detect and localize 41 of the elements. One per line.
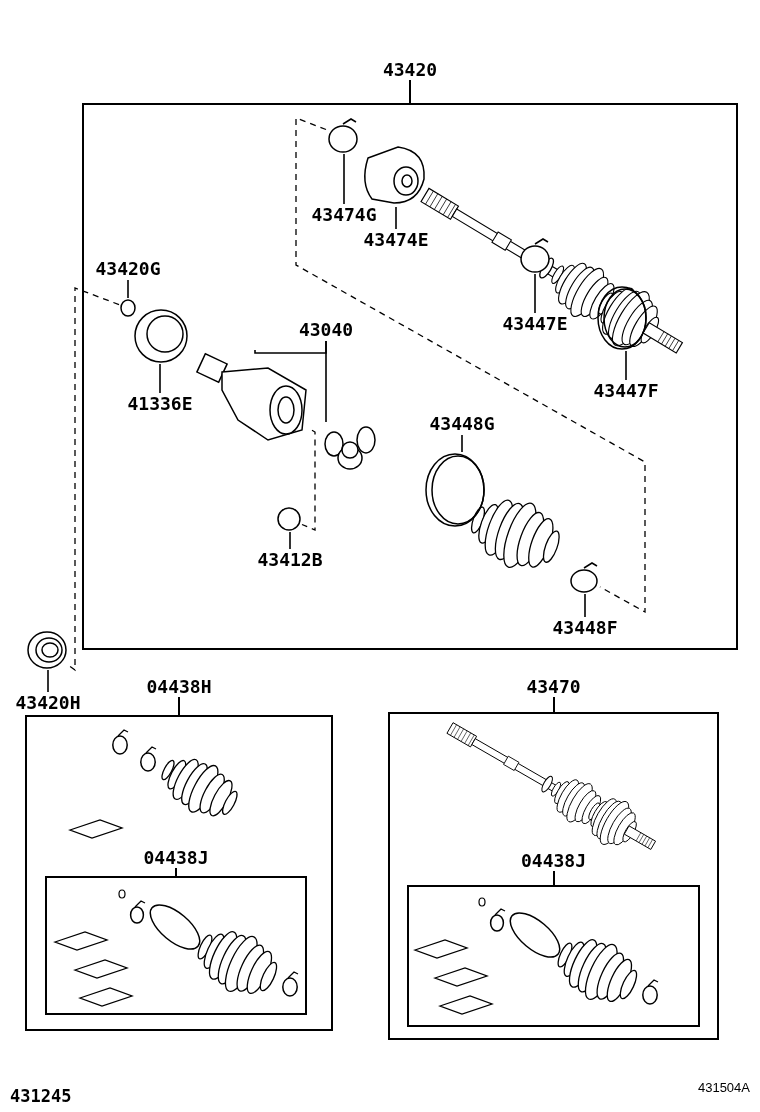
leader-line xyxy=(461,434,463,453)
group-part-number: 04438J xyxy=(521,851,586,871)
leader-line xyxy=(625,350,627,381)
leader-line xyxy=(534,273,536,314)
group-part-number: 04438H xyxy=(146,677,212,697)
guide-line xyxy=(295,117,646,614)
group-part-number: 43420 xyxy=(382,60,438,80)
boot-band-drawing xyxy=(596,285,648,351)
part-number: 43420H xyxy=(15,693,81,713)
snap-ring-drawing xyxy=(119,298,137,318)
guide-line xyxy=(301,429,316,531)
leader-line xyxy=(325,340,327,423)
part-number: 43447E xyxy=(502,314,568,334)
clamp-band-drawing xyxy=(424,452,486,528)
leader-line xyxy=(159,363,161,394)
part-number: 43040 xyxy=(298,320,354,340)
leader-line xyxy=(343,153,345,205)
guide-line xyxy=(67,287,120,672)
leader-line xyxy=(127,279,129,299)
bearing-drawing xyxy=(26,630,68,670)
clamp-drawing xyxy=(518,238,552,274)
clamp-drawing xyxy=(568,562,600,594)
clamp-drawing xyxy=(326,118,360,154)
leader-line xyxy=(584,593,586,618)
part-number: 41336E xyxy=(127,394,193,414)
part-number: 43448F xyxy=(552,618,618,638)
leader-line xyxy=(289,531,291,550)
figure-number: 431245 xyxy=(10,1086,72,1106)
leader-line xyxy=(395,206,397,230)
illustration-code: 431504A xyxy=(697,1080,750,1095)
group-part-number: 43470 xyxy=(526,677,581,697)
part-number: 43420G xyxy=(95,259,161,279)
leader-line xyxy=(47,669,49,693)
group-part-number: 04438J xyxy=(143,848,209,868)
snap-ring-drawing xyxy=(276,506,302,532)
part-number: 43447F xyxy=(593,381,659,401)
dust-deflector-drawing xyxy=(133,308,189,364)
part-number: 43474E xyxy=(363,230,429,250)
part-number: 43474G xyxy=(311,205,377,225)
part-number: 43412B xyxy=(257,550,323,570)
part-number: 43448G xyxy=(429,414,495,434)
